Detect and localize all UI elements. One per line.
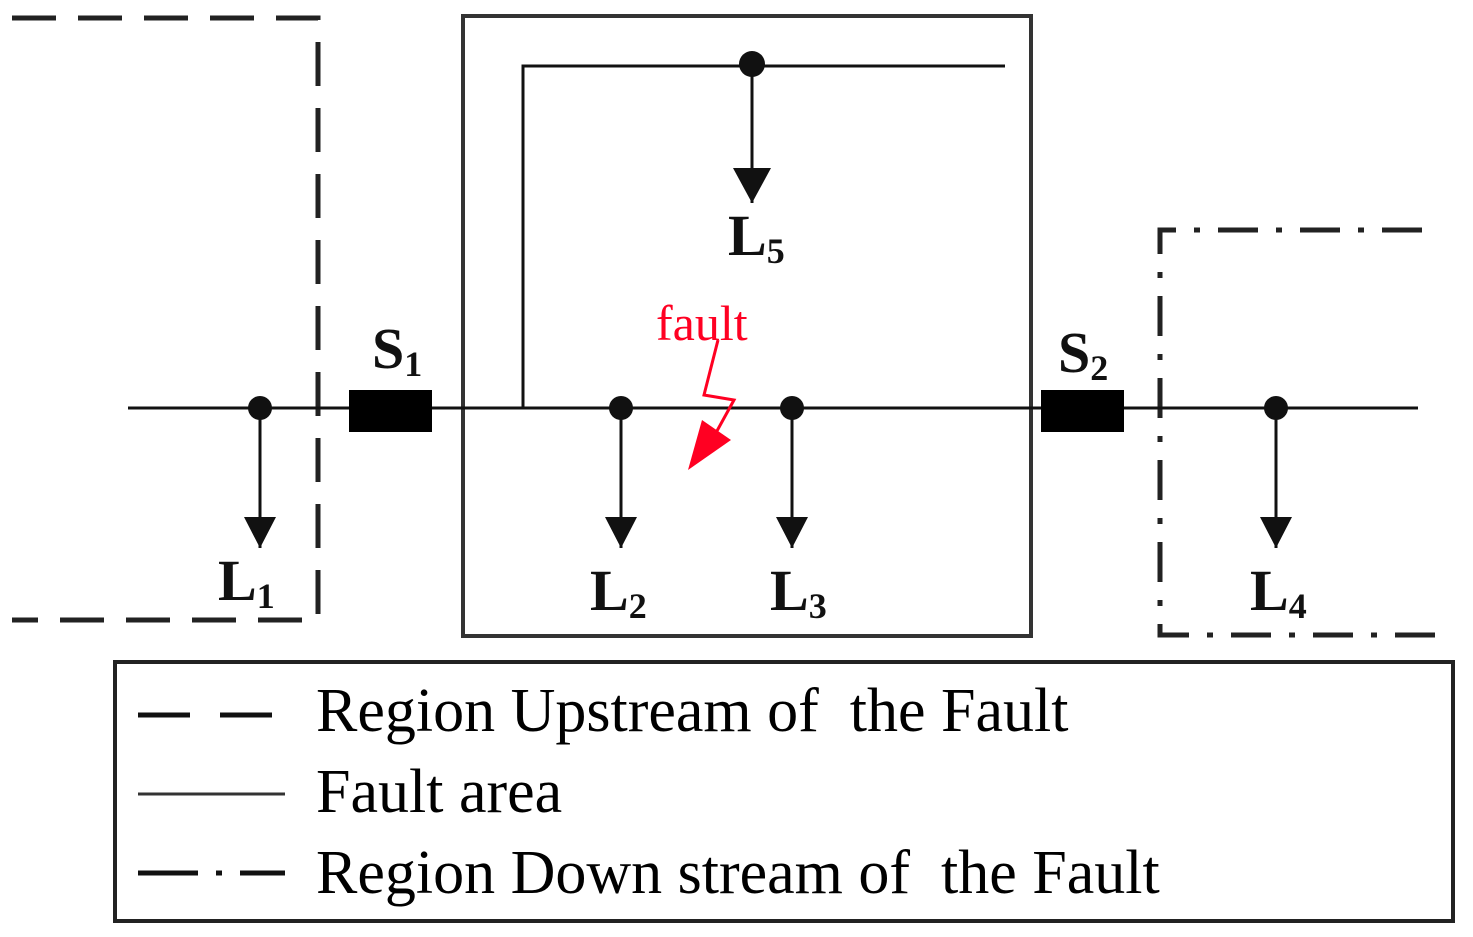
- load-branch-l3: [776, 396, 808, 548]
- switch-label-s1: S1: [372, 316, 422, 384]
- downstream-region-border: [1157, 227, 1450, 638]
- legend-label-upstream: Region Upstream of the Fault: [316, 677, 1068, 745]
- fault-area-border: [461, 14, 1033, 638]
- switch-s2: [1041, 390, 1124, 432]
- legend-box: [113, 660, 1455, 923]
- load-label-l2: L2: [590, 558, 647, 626]
- load-branch-l1: [244, 396, 276, 548]
- l5-branch-loop: [521, 64, 1005, 408]
- switch-label-s2: S2: [1058, 320, 1108, 388]
- load-branch-l2: [605, 396, 637, 548]
- legend: Region Upstream of the Fault Fault area …: [113, 660, 1455, 923]
- legend-label-fault-area: Fault area: [316, 758, 562, 826]
- load-label-l3: L3: [770, 558, 827, 626]
- upstream-region-border: [12, 15, 321, 623]
- load-label-l5: L5: [728, 203, 785, 271]
- fault-lightning-icon: [688, 339, 737, 470]
- load-label-l1: L1: [218, 548, 275, 616]
- legend-label-downstream: Region Down stream of the Fault: [316, 839, 1160, 907]
- load-branch-l5: [733, 51, 771, 203]
- switch-s1: [349, 390, 432, 432]
- load-label-l4: L4: [1250, 558, 1307, 626]
- load-branch-l4: [1260, 396, 1292, 548]
- fault-label: fault: [656, 295, 748, 351]
